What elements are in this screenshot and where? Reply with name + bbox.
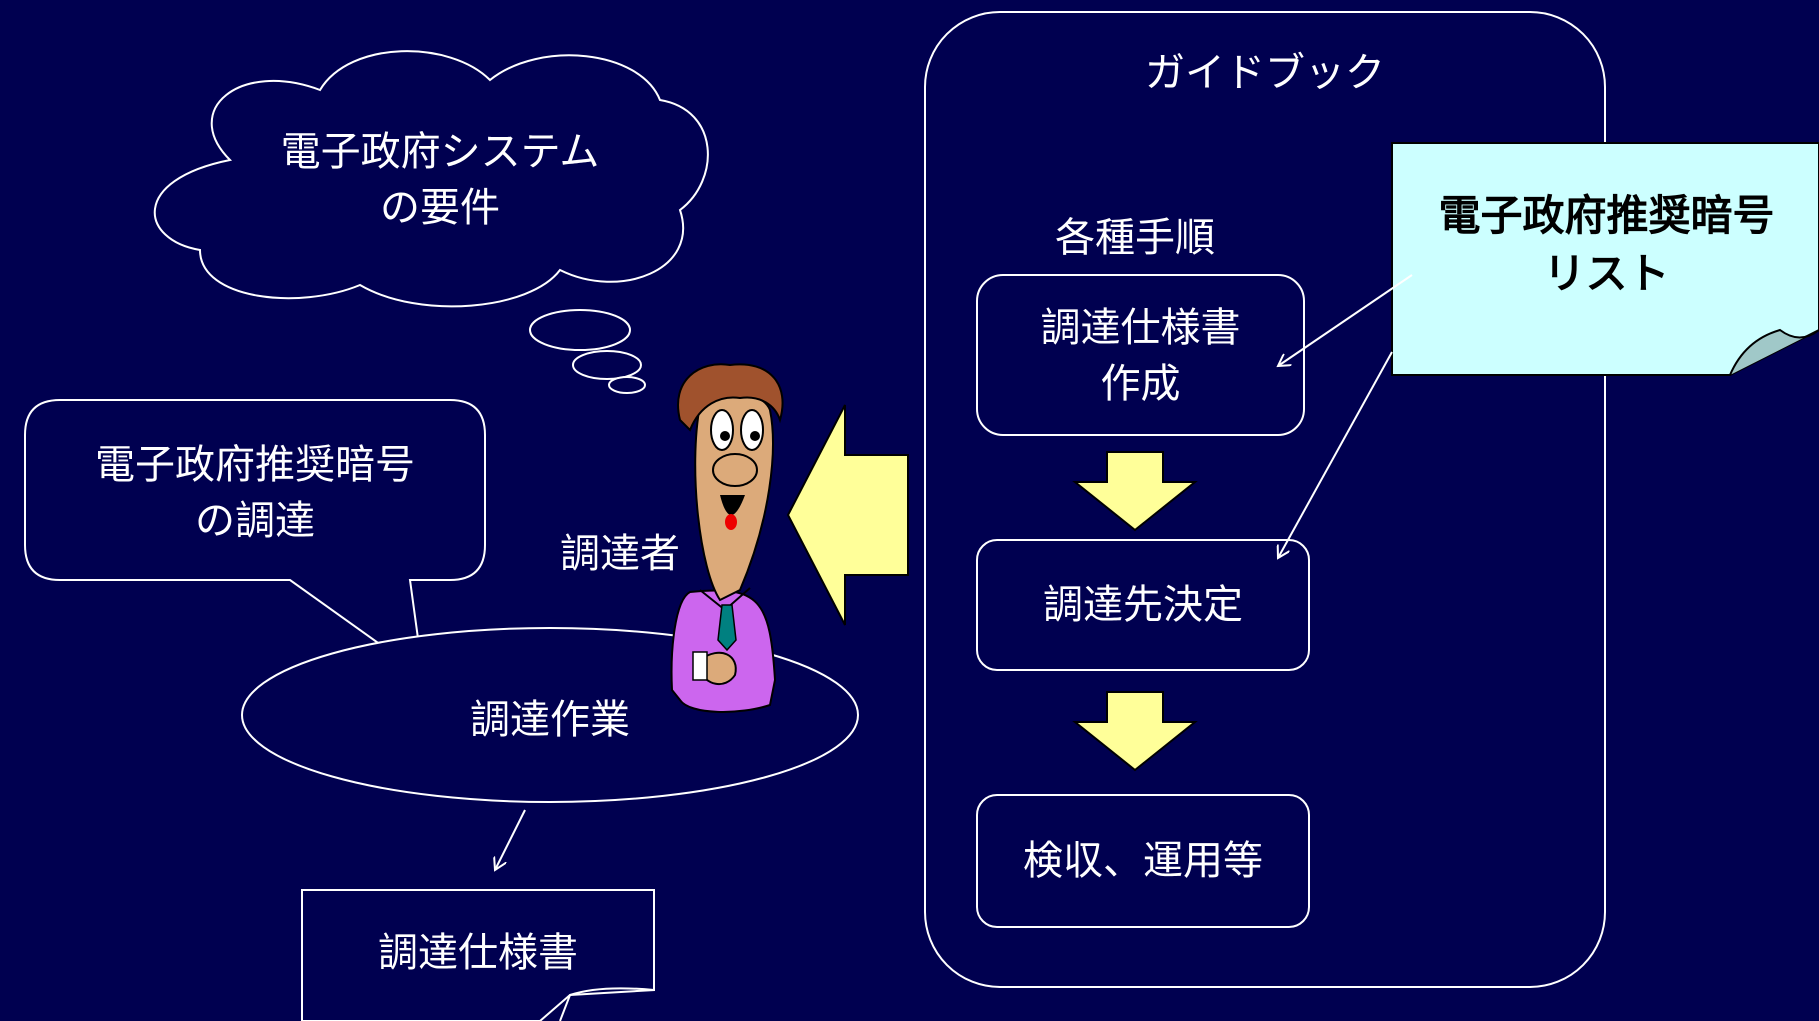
note-curl [1729,328,1819,376]
output-document-label: 調達仕様書 [378,930,578,976]
speech-bubble-text: 電子政府推奨暗号 の調達 [35,437,475,549]
guidebook-title: ガイドブック [1145,50,1385,96]
step-1-line2: 作成 [1100,361,1181,407]
document-fold [559,987,655,1021]
ellipse-label: 調達作業 [470,697,630,743]
down-arrow-1 [1072,451,1198,532]
note-text: 電子政府推奨暗号 リスト [1400,187,1813,303]
person-label: 調達者 [560,531,680,577]
person-mouth [720,495,745,515]
step-1-text: 調達仕様書 作成 [977,300,1304,412]
person-tie [717,604,737,652]
step-box-2 [976,539,1310,671]
note-pointer-1 [1278,274,1413,366]
step-2-text: 調達先決定 [1043,582,1243,628]
thought-bubble-small [608,376,646,394]
thought-bubble-large [529,309,631,351]
big-left-arrow [786,404,909,626]
thought-cloud [153,50,709,394]
step-1-line1: 調達仕様書 [1040,305,1241,351]
thought-cloud-text: 電子政府システム の要件 [230,124,650,236]
person-hair [677,363,784,432]
note-pointer-2 [1278,351,1393,558]
person-shirt [670,589,777,713]
note-line2: リスト [1543,249,1670,298]
step-box-3 [976,794,1310,928]
person-icon [670,363,784,713]
person-cuff [692,651,708,681]
person-eye-right [740,409,764,451]
person-eye-left [710,409,734,451]
speech-bubble-line1: 電子政府推奨暗号 [95,442,415,488]
section-label: 各種手順 [1055,215,1215,261]
speech-bubble-line2: の調達 [195,498,315,544]
speech-bubble [24,399,486,678]
down-arrow-2 [1072,691,1198,772]
thought-cloud-line2: の要件 [380,185,500,231]
note-line1: 電子政府推奨暗号 [1438,191,1775,240]
step-3-text: 検収、運用等 [1023,838,1263,884]
person-nose [712,453,758,487]
step-box-1 [976,274,1305,436]
thought-bubble-medium [572,350,642,380]
thought-cloud-line1: 電子政府システム [280,129,600,175]
ellipse-to-document-arrow [495,809,526,870]
